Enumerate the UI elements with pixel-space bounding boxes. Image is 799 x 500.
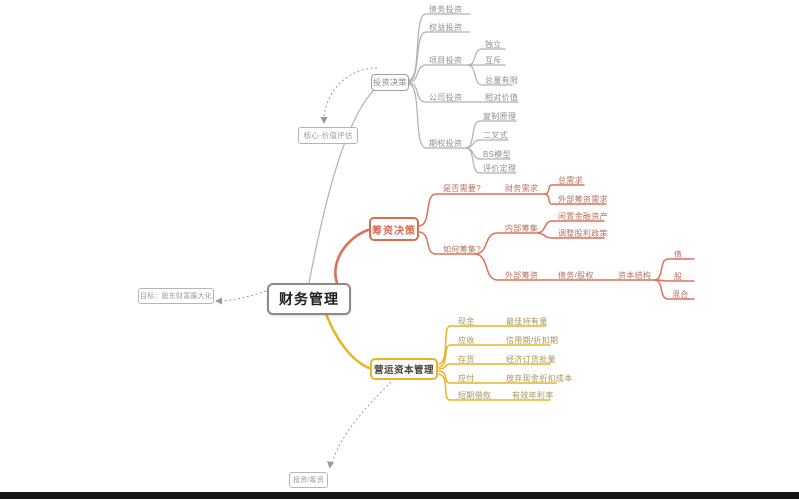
node-equity-investment[interactable]: 权益投资 bbox=[429, 23, 463, 32]
node-how-question[interactable]: 如何筹集? bbox=[443, 245, 481, 254]
node-need-question[interactable]: 是否需要? bbox=[443, 184, 481, 193]
node-total-limited[interactable]: 总量有限 bbox=[485, 76, 519, 85]
node-short-term-loan-point[interactable]: 有效年利率 bbox=[512, 391, 554, 400]
root-node-label: 财务管理 bbox=[279, 291, 339, 307]
note-goal[interactable]: 目标：股东财富最大化 bbox=[138, 288, 214, 304]
node-receivables-point[interactable]: 信用期/折扣期 bbox=[506, 336, 559, 345]
branch-working-capital[interactable]: 营运资本管理 bbox=[370, 358, 438, 380]
node-receivables[interactable]: 应收 bbox=[458, 336, 475, 345]
node-debt-investment[interactable]: 债务投资 bbox=[429, 5, 463, 14]
node-debt-equity[interactable]: 债务/股权 bbox=[558, 271, 594, 280]
branch-financing-decision[interactable]: 筹资决策 bbox=[369, 217, 419, 241]
letterbox-bar bbox=[0, 492, 799, 499]
note-invest-finance[interactable]: 投资/筹资 bbox=[289, 472, 328, 488]
note-invest-finance-label: 投资/筹资 bbox=[293, 477, 324, 484]
node-mutually-exclusive[interactable]: 互斥 bbox=[485, 56, 502, 65]
node-inventory-point[interactable]: 经济订货批量 bbox=[506, 355, 556, 364]
node-total-demand[interactable]: 总需求 bbox=[558, 176, 583, 185]
node-independent[interactable]: 独立 bbox=[485, 40, 502, 49]
node-financial-need[interactable]: 财务需求 bbox=[505, 184, 539, 193]
branch-working-capital-label: 营运资本管理 bbox=[373, 365, 434, 376]
node-binomial-model[interactable]: 二叉式 bbox=[483, 131, 508, 140]
node-hybrid[interactable]: 混合 bbox=[672, 290, 689, 299]
root-node[interactable]: 财务管理 bbox=[267, 283, 351, 315]
node-inventory[interactable]: 存货 bbox=[458, 355, 475, 364]
node-parity-theorem[interactable]: 评价定理 bbox=[483, 164, 517, 173]
node-internal-raising[interactable]: 内部筹集 bbox=[505, 224, 539, 233]
branch-financing-decision-label: 筹资决策 bbox=[372, 225, 416, 237]
note-core-value[interactable]: 核心-价值评估 bbox=[298, 127, 358, 144]
node-bs-model[interactable]: BS模型 bbox=[483, 150, 511, 159]
node-capital-structure[interactable]: 资本结构 bbox=[618, 271, 652, 280]
note-goal-label: 目标：股东财富最大化 bbox=[140, 293, 212, 300]
node-adjust-dividend-policy[interactable]: 调整股利政策 bbox=[558, 229, 608, 238]
node-project-investment[interactable]: 项目投资 bbox=[429, 56, 463, 65]
node-payables-point[interactable]: 放弃现金折扣成本 bbox=[506, 374, 573, 383]
node-company-investment[interactable]: 公司投资 bbox=[429, 93, 463, 102]
node-short-term-loan[interactable]: 短期借款 bbox=[458, 391, 492, 400]
node-external-financing-need[interactable]: 外部筹资需求 bbox=[558, 195, 608, 204]
node-option-investment[interactable]: 期权投资 bbox=[429, 139, 463, 148]
node-stock[interactable]: 股 bbox=[674, 272, 683, 281]
branch-investment-decision[interactable]: 投资决策 bbox=[371, 74, 409, 91]
node-replication-principle[interactable]: 复制原理 bbox=[483, 112, 517, 121]
node-cash-point[interactable]: 最佳持有量 bbox=[506, 317, 548, 326]
branch-investment-decision-label: 投资决策 bbox=[373, 78, 407, 87]
node-relative-value[interactable]: 相对价值 bbox=[485, 93, 519, 102]
note-core-value-label: 核心-价值评估 bbox=[303, 131, 353, 140]
node-cash[interactable]: 现金 bbox=[458, 317, 475, 326]
node-payables[interactable]: 应付 bbox=[458, 374, 475, 383]
node-external-financing[interactable]: 外部筹资 bbox=[505, 271, 539, 280]
node-idle-financial-assets[interactable]: 闲置金融资产 bbox=[558, 212, 608, 221]
node-debt[interactable]: 债 bbox=[674, 250, 683, 259]
